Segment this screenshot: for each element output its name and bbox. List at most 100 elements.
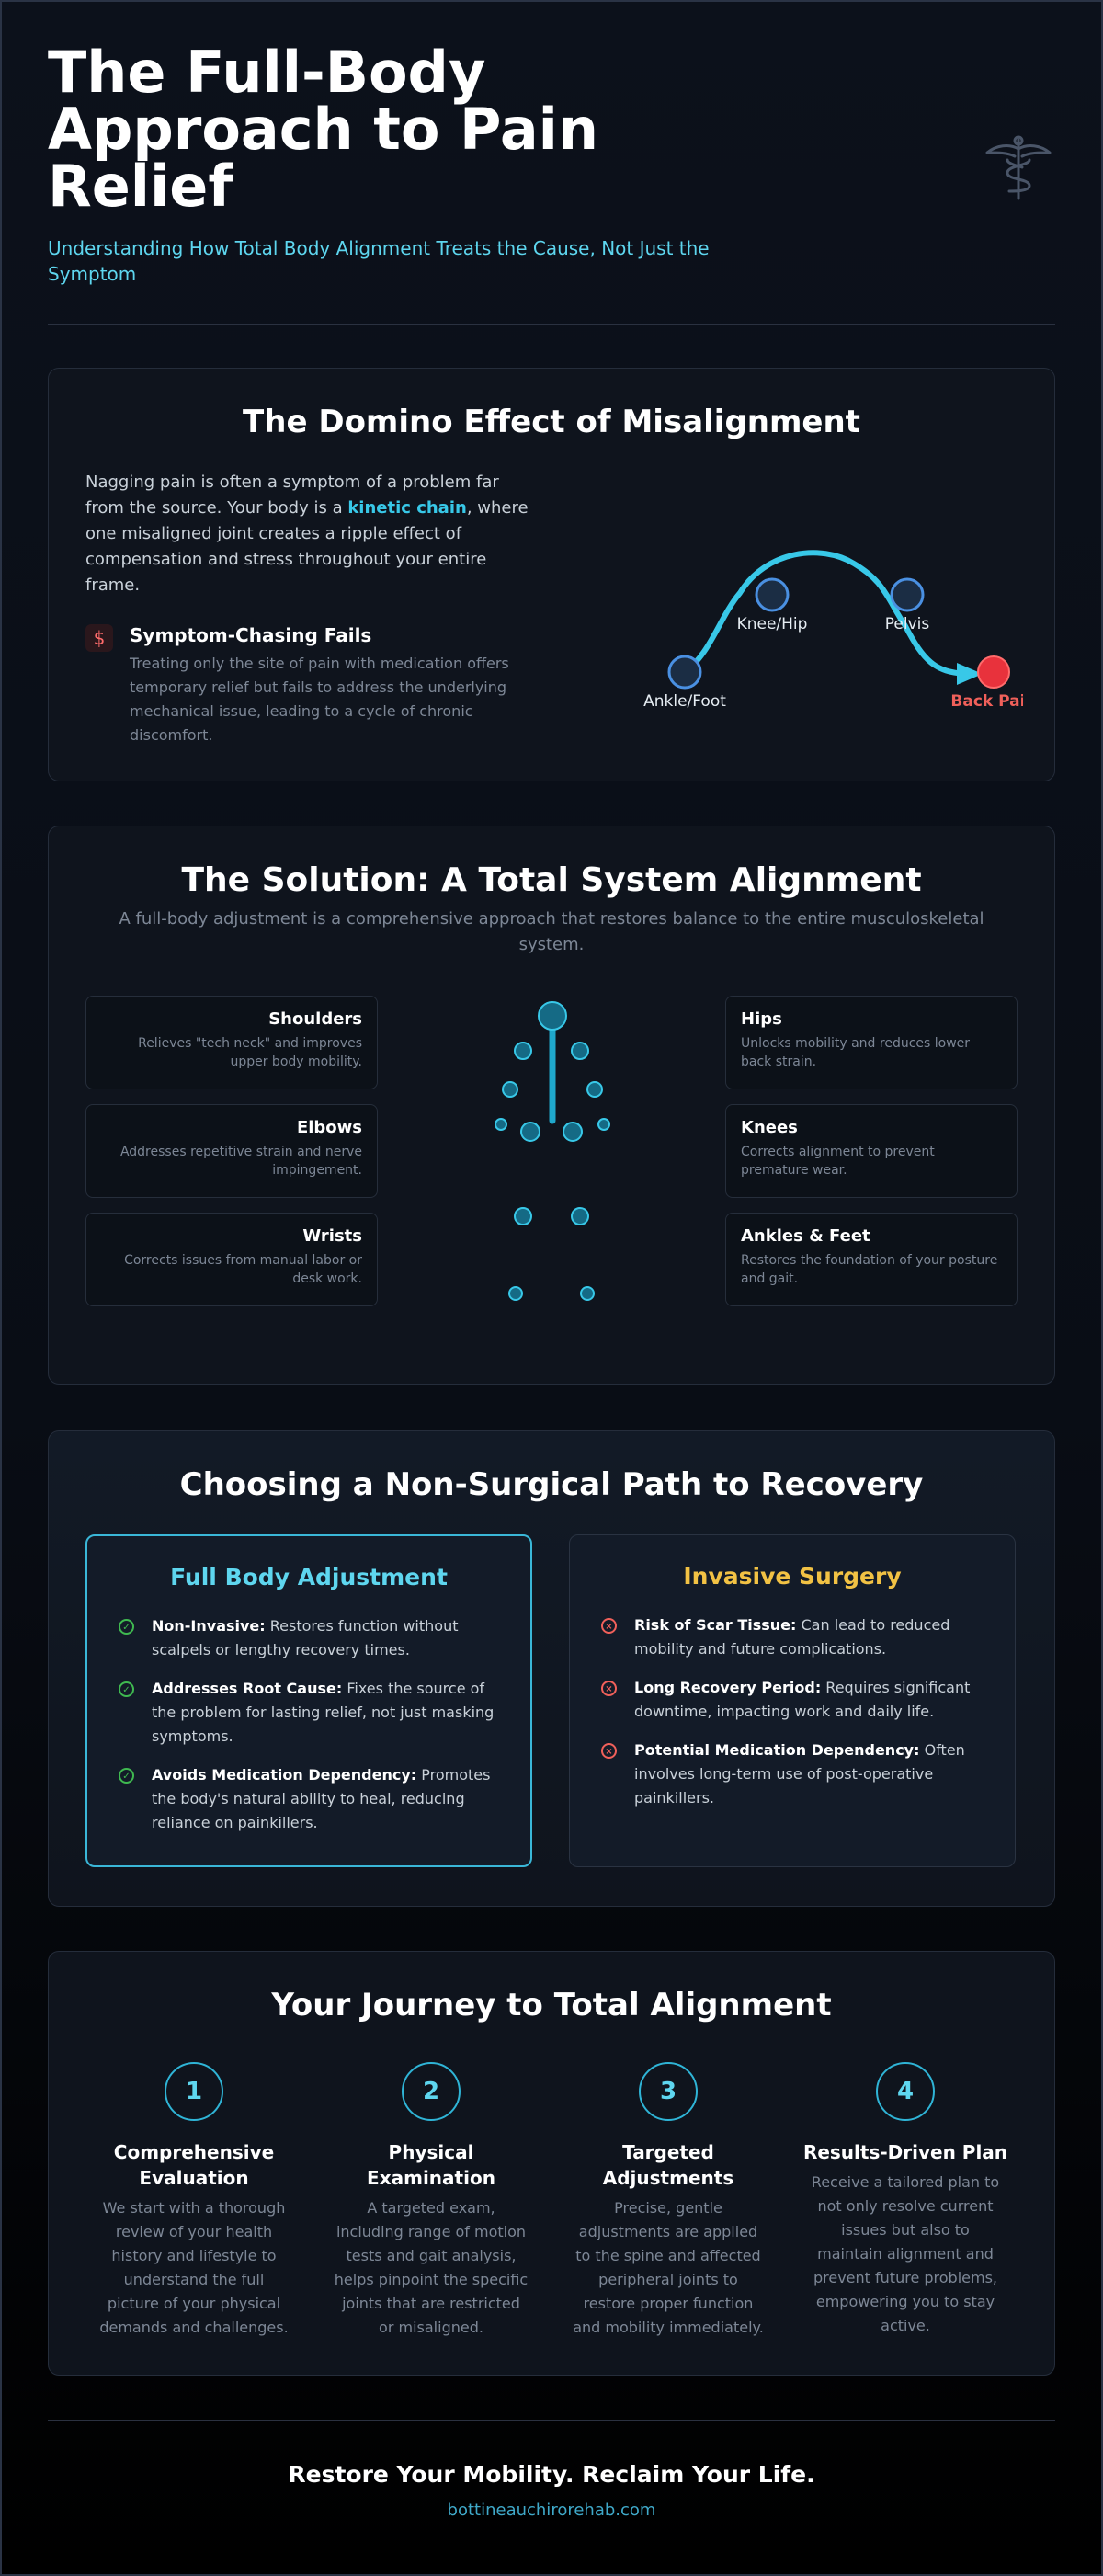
kinetic-chain-highlight: kinetic chain (347, 498, 467, 518)
footer-divider (48, 2420, 1055, 2421)
item-label: Risk of Scar Tissue: (634, 1616, 797, 1634)
hip-joint-left (520, 1122, 540, 1142)
risk-item: × Long Recovery Period: Requires signific… (599, 1676, 985, 1724)
knee-joint-right (571, 1207, 589, 1225)
joint-name: Wrists (302, 1226, 362, 1246)
skeleton-joint-diagram (495, 1001, 610, 1301)
wrist-joint-left (495, 1118, 507, 1131)
domino-text: Nagging pain is often a symptom of a pro… (85, 470, 536, 598)
step-text: Precise, gentle adjustments are applied … (573, 2199, 764, 2336)
joint-name: Shoulders (268, 1009, 362, 1029)
item-label: Non-Invasive: (152, 1617, 266, 1635)
journey-card: Your Journey to Total Alignment 1 Compre… (48, 1951, 1055, 2376)
symptom-title: Symptom-Chasing Fails (130, 624, 372, 646)
joint-name: Hips (741, 1009, 782, 1029)
solution-subtitle: A full-body adjustment is a comprehensiv… (119, 909, 984, 954)
symptom-text: Treating only the site of pain with medi… (130, 655, 509, 744)
full-body-adjustment-panel: Full Body Adjustment ✓ Non-Invasive: Rest… (85, 1534, 532, 1867)
journey-step-3: 3 Targeted Adjustments Precise, gentle a… (560, 2062, 777, 2340)
check-icon: ✓ (119, 1619, 134, 1635)
step-title: Targeted Adjustments (602, 2141, 734, 2189)
joint-card-shoulders: Shoulders Relieves "tech neck" and impro… (85, 996, 378, 1089)
risk-item: ×Potential Medication Dependency: Often … (599, 1738, 985, 1810)
journey-step-1: 1 Comprehensive Evaluation We start with… (85, 2062, 302, 2340)
chain-label-back-pain: Back Pain (950, 692, 1023, 711)
domino-title: The Domino Effect of Misalignment (243, 404, 860, 440)
domino-text-end: , where one misaligned joint creates a r… (85, 498, 529, 595)
item-text: Fixes the source of the problem for last… (152, 1680, 495, 1745)
knee-joint-left (514, 1207, 532, 1225)
item-label: Addresses Root Cause: (152, 1680, 343, 1697)
page-title: The Full-Body Approach to Pain Relief (48, 39, 599, 220)
header: The Full-Body Approach to Pain Relief Un… (48, 44, 1055, 324)
invasive-surgery-panel: Invasive Surgery ×Risk of Scar Tissue: C… (569, 1534, 1016, 1867)
joint-card-ankles-feet: Ankles & Feet Restores the foundation of… (725, 1213, 1018, 1306)
path-title: Choosing a Non-Surgical Path to Recovery (179, 1466, 924, 1503)
joint-desc: Corrects issues from manual labor or des… (124, 1253, 362, 1286)
step-title: Physical Examination (367, 2141, 495, 2189)
joint-card-elbows: Elbows Addresses repetitive strain and n… (85, 1104, 378, 1198)
elbow-joint-right (586, 1081, 603, 1098)
joint-node-pelvis (890, 577, 925, 612)
chain-arrowhead (957, 663, 983, 685)
joint-node-back-pain (977, 655, 1010, 689)
joint-desc: Addresses repetitive strain and nerve im… (119, 1145, 362, 1178)
shoulder-joint-right (571, 1042, 589, 1060)
recovery-path-card: Choosing a Non-Surgical Path to Recovery… (48, 1430, 1055, 1907)
option-title-bad: Invasive Surgery (683, 1563, 902, 1590)
ankle-joint-right (580, 1286, 595, 1301)
check-icon: ✓ (119, 1681, 134, 1697)
hip-joint-right (563, 1122, 583, 1142)
item-label: Potential Medication Dependency: (634, 1741, 920, 1759)
journey-step-4: 4 Results-Driven Plan Receive a tailored… (797, 2062, 1014, 2338)
item-text: Restores function without scalpels or le… (152, 1617, 459, 1658)
step-title: Results-Driven Plan (802, 2141, 1008, 2163)
solution-title: The Solution: A Total System Alignment (181, 861, 922, 899)
step-text: A targeted exam, including range of moti… (334, 2199, 529, 2336)
x-circle-icon: × (601, 1743, 617, 1759)
joint-node-knee (755, 577, 790, 612)
step-number: 1 (165, 2062, 223, 2121)
joint-card-knees: Knees Corrects alignment to prevent prem… (725, 1104, 1018, 1198)
wrist-joint-right (597, 1118, 610, 1131)
joint-desc: Restores the foundation of your posture … (741, 1253, 998, 1286)
chain-curve (682, 550, 969, 677)
joint-card-wrists: Wrists Corrects issues from manual labor… (85, 1213, 378, 1306)
step-number: 3 (639, 2062, 698, 2121)
caduceus-icon (985, 135, 1052, 200)
domino-text-start: Nagging pain is often a symptom of a pro… (85, 473, 499, 518)
journey-step-2: 2 Physical Examination A targeted exam, … (323, 2062, 540, 2340)
chain-label-knee: Knee/Hip (737, 615, 808, 633)
x-circle-icon: × (601, 1618, 617, 1634)
joint-desc: Unlocks mobility and reduces lower back … (741, 1036, 971, 1069)
elbow-joint-left (502, 1081, 518, 1098)
item-label: Long Recovery Period: (634, 1679, 822, 1696)
journey-title: Your Journey to Total Alignment (271, 1987, 832, 2023)
x-circle-icon: × (601, 1681, 617, 1696)
joint-desc: Relieves "tech neck" and improves upper … (138, 1036, 362, 1069)
shoulder-joint-left (514, 1042, 532, 1060)
step-title: Comprehensive Evaluation (113, 2141, 275, 2189)
kinetic-chain-diagram: Ankle/Foot Knee/Hip Pelvis Back Pain (643, 550, 1023, 711)
domino-card: The Domino Effect of Misalignment Naggin… (48, 368, 1055, 781)
joint-card-hips: Hips Unlocks mobility and reduces lower … (725, 996, 1018, 1089)
option-title-good: Full Body Adjustment (170, 1564, 448, 1590)
footer-website-link[interactable]: bottineauchirorehab.com (447, 2501, 656, 2520)
check-icon: ✓ (119, 1768, 134, 1784)
joint-name: Ankles & Feet (741, 1226, 870, 1246)
joint-name: Knees (741, 1118, 798, 1137)
item-label: Avoids Medication Dependency: (152, 1766, 417, 1784)
risk-item: ×Risk of Scar Tissue: Can lead to reduce… (599, 1613, 985, 1661)
step-number: 2 (402, 2062, 461, 2121)
benefit-item: ✓ Addresses Root Cause: Fixes the source … (117, 1677, 501, 1749)
item-text: Requires significant downtime, impacting… (634, 1679, 971, 1720)
chain-label-ankle: Ankle/Foot (643, 692, 726, 711)
footer-headline: Restore Your Mobility. Reclaim Your Life… (288, 2461, 815, 2488)
step-number: 4 (876, 2062, 935, 2121)
step-text: We start with a thorough review of your … (99, 2199, 289, 2336)
divider (48, 324, 1055, 325)
page-subtitle: Understanding How Total Body Alignment T… (48, 237, 710, 285)
joint-desc: Corrects alignment to prevent premature … (741, 1145, 935, 1178)
joint-node-ankle (667, 655, 702, 690)
ankle-joint-left (508, 1286, 523, 1301)
